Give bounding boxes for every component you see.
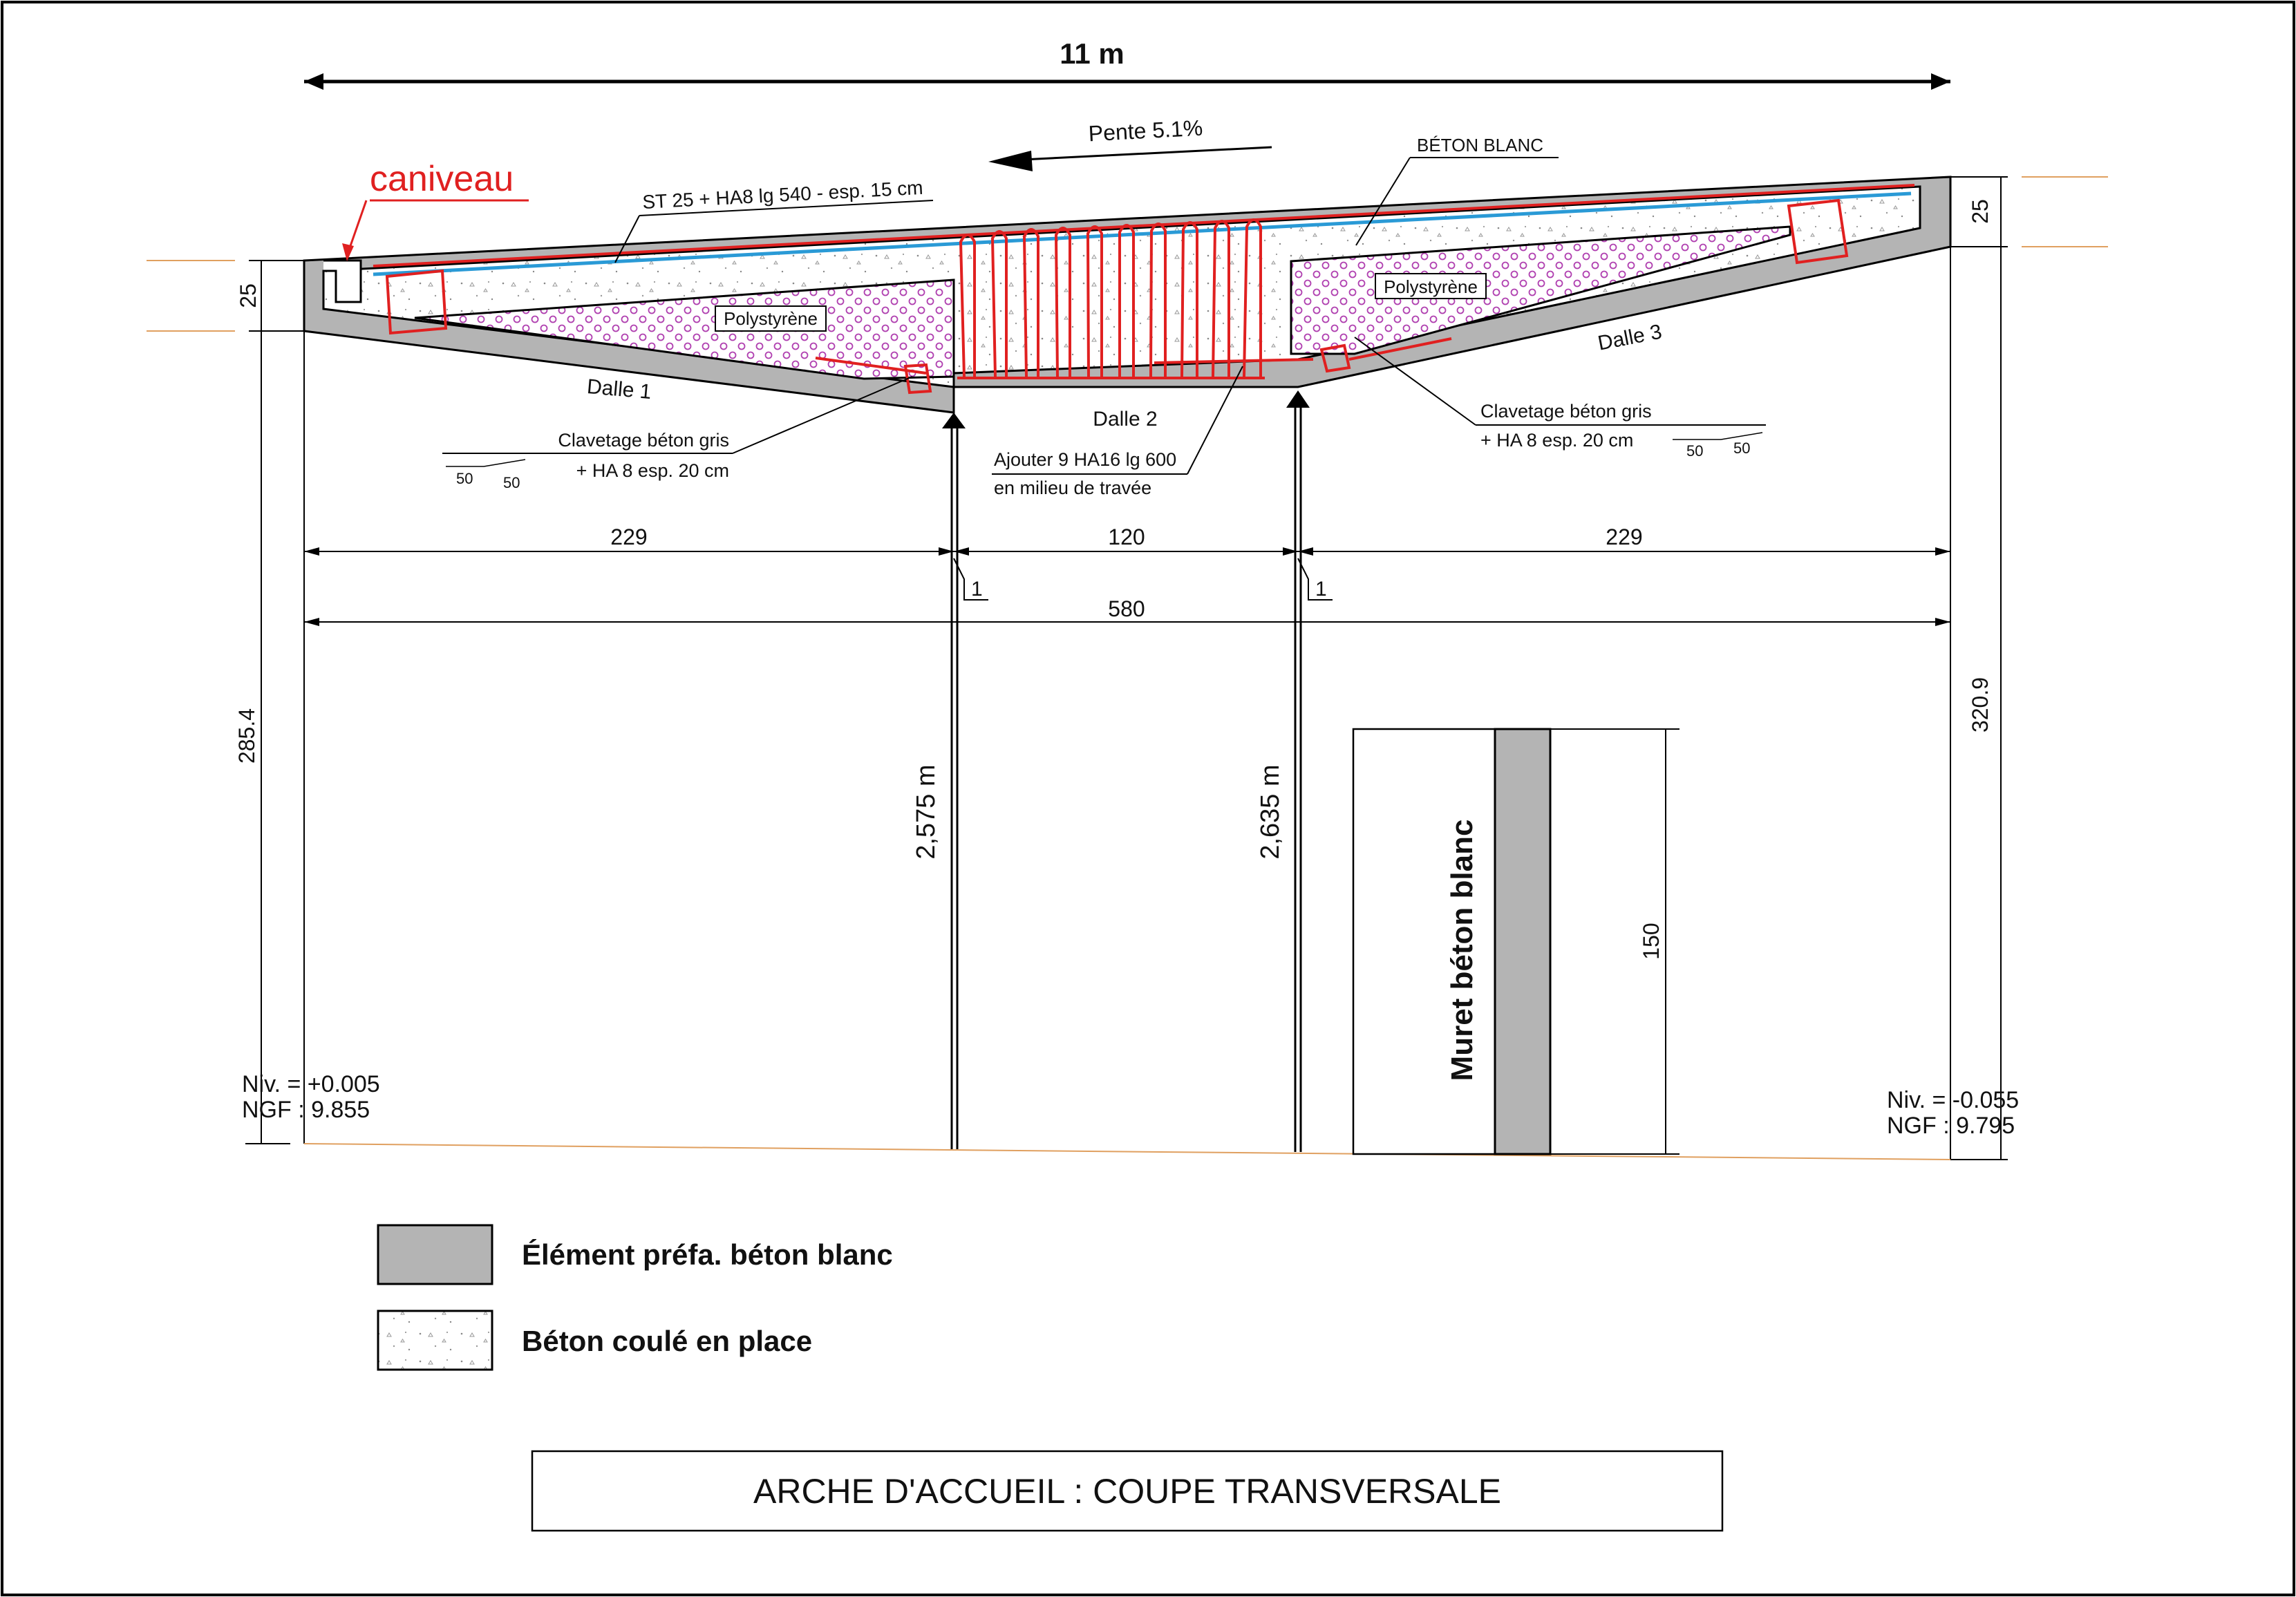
dim-580: 580	[1108, 596, 1145, 621]
caniveau-label: caniveau	[370, 159, 514, 199]
clavetage-left-50a: 50	[456, 470, 473, 487]
total-width-dimension: 11 m	[304, 37, 1950, 90]
clavetage-right-callout: Clavetage béton gris + HA 8 esp. 20 cm 5…	[1354, 337, 1766, 460]
dim-left-25: 25	[236, 283, 261, 308]
dim-229-left: 229	[610, 525, 647, 549]
dim-320-9: 320.9	[1968, 677, 1993, 733]
niv-right: Niv. = -0.055	[1887, 1087, 2019, 1113]
clavetage-right-line2: + HA 8 esp. 20 cm	[1480, 430, 1633, 451]
top-rebar	[373, 184, 1915, 267]
corner-stirrups	[385, 198, 1849, 395]
clavetage-right-50b: 50	[1733, 440, 1750, 457]
title-text: ARCHE D'ACCUEIL : COUPE TRANSVERSALE	[753, 1472, 1501, 1511]
polystyrene-left-box	[715, 305, 827, 332]
total-width-label: 11 m	[1060, 37, 1124, 70]
clavetage-left-callout: Clavetage béton gris + HA 8 esp. 20 cm 5…	[442, 376, 913, 491]
clavetage-left-line1: Clavetage béton gris	[558, 430, 729, 451]
beton-blanc-label: BÉTON BLANC	[1417, 135, 1543, 155]
gutter-notch	[323, 259, 362, 303]
polystyrene-left-label: Polystyrène	[724, 308, 818, 329]
support-right	[1286, 390, 1310, 1152]
marker-left: 1	[971, 578, 983, 601]
ngf-right: NGF : 9.795	[1887, 1113, 2015, 1139]
beton-blanc-callout: BÉTON BLANC	[1355, 135, 1559, 246]
muret: Muret béton blanc 150	[1352, 728, 1679, 1155]
legend-label-coule: Béton coulé en place	[522, 1325, 812, 1357]
ajouter-line2: en milieu de travée	[994, 478, 1151, 498]
legend-swatch-coule	[377, 1310, 493, 1371]
legend: Élément préfa. béton blanc Béton coulé e…	[377, 1224, 893, 1371]
dim-right-25: 25	[1968, 199, 1993, 224]
ajouter-line1: Ajouter 9 HA16 lg 600	[994, 449, 1176, 470]
polystyrene-left	[414, 278, 955, 380]
clavetage-left-50b: 50	[503, 474, 520, 491]
ngf-left: NGF : 9.855	[242, 1097, 370, 1123]
clavetage-right-50a: 50	[1686, 442, 1703, 460]
clavetage-left-line2: + HA 8 esp. 20 cm	[576, 460, 729, 481]
title-block: ARCHE D'ACCUEIL : COUPE TRANSVERSALE	[531, 1450, 1724, 1532]
marker-right: 1	[1315, 578, 1327, 601]
height-right-label: 2,635 m	[1256, 764, 1285, 859]
caniveau-callout: caniveau	[342, 159, 529, 261]
niv-left: Niv. = +0.005	[242, 1071, 380, 1097]
slope-indicator: Pente 5.1%	[988, 115, 1272, 171]
polystyrene-right	[1290, 225, 1791, 355]
dim-120: 120	[1108, 525, 1145, 549]
slope-label: Pente 5.1%	[1088, 115, 1203, 147]
left-vertical-dimensions: 25 285.4	[147, 260, 304, 1144]
clavetage-right-line1: Clavetage béton gris	[1480, 401, 1652, 422]
dalle-1-label: Dalle 1	[586, 375, 652, 404]
muret-label: Muret béton blanc	[1445, 820, 1479, 1081]
dim-229-right: 229	[1606, 525, 1642, 549]
legend-swatch-prefa	[377, 1224, 493, 1285]
polystyrene-right-box	[1375, 273, 1487, 299]
ground-line	[303, 1143, 1951, 1160]
legend-label-prefa: Élément préfa. béton blanc	[522, 1238, 893, 1271]
mesh-line	[373, 191, 1912, 276]
dimension-chain: 229 120 229 580 1 1	[303, 177, 1951, 1160]
support-left	[942, 413, 966, 1149]
dalle-3-label: Dalle 3	[1596, 321, 1664, 355]
height-left-label: 2,575 m	[912, 764, 941, 859]
dim-285-4: 285.4	[234, 708, 259, 764]
rebar-cage	[957, 218, 1314, 379]
rebar-top-label: ST 25 + HA8 lg 540 - esp. 15 cm	[642, 177, 924, 213]
ajouter-callout: Ajouter 9 HA16 lg 600 en milieu de travé…	[992, 366, 1243, 498]
dalle-2-label: Dalle 2	[1093, 408, 1157, 431]
polystyrene-right-label: Polystyrène	[1384, 276, 1478, 297]
dim-150: 150	[1639, 923, 1664, 959]
right-vertical-dimensions: 25 320.9	[1950, 176, 2108, 1160]
